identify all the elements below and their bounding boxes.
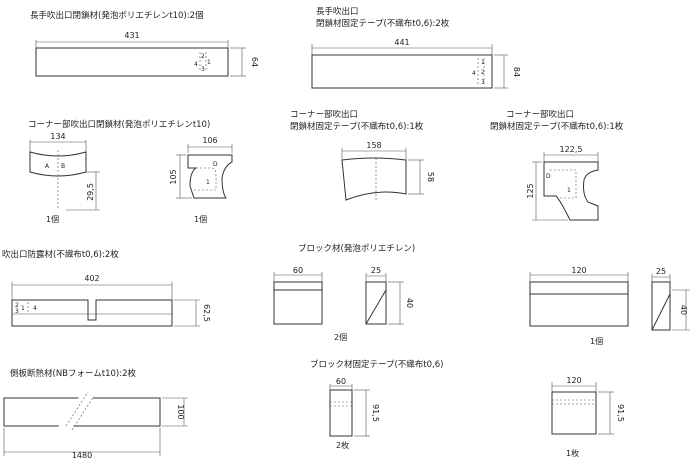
long-tape-height: 84 xyxy=(512,67,521,77)
long-tape-stack-3: 3 xyxy=(481,79,485,86)
block-a-side-width: 25 xyxy=(371,266,381,275)
block-b-top xyxy=(529,281,629,295)
block-tape-b-width: 120 xyxy=(566,376,581,385)
long-tape-width: 441 xyxy=(394,38,409,47)
corner-seal-d-width: 106 xyxy=(202,136,217,145)
long-seal-stack-3: 1 xyxy=(207,59,211,66)
long-tape-rect xyxy=(311,54,493,89)
dew-seal-stack-3: 4 xyxy=(33,305,37,312)
dew-seal-title: 吹出口防露材(不織布t0,6):2枚 xyxy=(2,249,119,260)
corner-tape-2-title-2: 閉鎖材固定テープ(不織布t0,6):1枚 xyxy=(490,121,624,132)
corner-seal-title: コーナー部吹出口閉鎖材(発泡ポリエチレンt10) xyxy=(28,119,210,130)
block-b-height: 40 xyxy=(679,305,688,315)
long-tape-stack-1: 4 xyxy=(472,70,476,77)
block-a-height: 40 xyxy=(405,298,414,308)
block-tape-b-rect xyxy=(551,391,597,435)
corner-tape-2-title-1: コーナー部吹出口 xyxy=(506,109,574,120)
block-b-side xyxy=(651,281,671,331)
corner-tape-2-part: コーナー部吹出口 閉鎖材固定テープ(不織布t0,6):1枚 122,5 D 1 … xyxy=(490,109,624,221)
corner-seal-part: コーナー部吹出口閉鎖材(発泡ポリエチレンt10) 134 A B 29,5 1個… xyxy=(28,119,233,224)
long-seal-title: 長手吹出口閉鎖材(発泡ポリエチレンt10):2個 xyxy=(30,10,204,21)
corner-seal-b-label: B xyxy=(61,163,65,170)
corner-seal-a-width: 134 xyxy=(50,132,65,141)
corner-seal-d-height: 105 xyxy=(169,169,178,184)
block-a-top xyxy=(273,281,323,291)
block-tape-b-qty: 1枚 xyxy=(566,448,579,458)
dew-seal-height: 62,5 xyxy=(202,304,211,322)
side-insulation-part: 側板断熱材(NBフォームt10):2枚 100 1480 xyxy=(3,368,188,460)
corner-seal-a-label: A xyxy=(45,163,50,170)
long-seal-part: 長手吹出口閉鎖材(発泡ポリエチレンt10):2個 431 64 4 2 3 1 xyxy=(30,10,259,77)
block-part: ブロック材(発泡ポリエチレン) 60 25 40 2個 120 25 40 xyxy=(273,243,690,346)
long-tape-stack-0: 1 xyxy=(481,59,485,66)
block-a-qty: 2個 xyxy=(334,332,347,342)
long-tape-stack-2: 2 xyxy=(481,69,485,76)
long-seal-height: 64 xyxy=(250,57,259,67)
dew-seal-stack-2: 1 xyxy=(21,305,25,312)
corner-tape-2-shape xyxy=(543,161,599,221)
corner-seal-d-qty: 1個 xyxy=(194,214,207,224)
corner-tape-1-title-1: コーナー部吹出口 xyxy=(290,109,358,120)
block-title: ブロック材(発泡ポリエチレン) xyxy=(298,243,415,254)
block-tape-part: ブロック材固定テープ(不織布t0,6) 60 91,5 2枚 120 91,5 … xyxy=(310,359,625,458)
side-insulation-title: 側板断熱材(NBフォームt10):2枚 xyxy=(10,368,136,379)
corner-tape-1-height: 58 xyxy=(426,172,435,182)
corner-seal-d-num: 1 xyxy=(206,179,210,186)
block-b-width: 120 xyxy=(571,266,586,275)
long-seal-rect xyxy=(35,47,229,77)
corner-seal-a-height: 29,5 xyxy=(86,183,95,201)
side-insulation-width: 1480 xyxy=(72,451,92,460)
block-b-front xyxy=(529,293,629,327)
corner-seal-d-label: D xyxy=(213,161,218,168)
corner-tape-2-d-label: D xyxy=(546,173,551,180)
corner-tape-2-height: 125 xyxy=(526,183,535,198)
corner-tape-2-d-num: 1 xyxy=(567,187,571,194)
block-tape-a-height: 91,5 xyxy=(371,404,380,422)
dew-seal-part: 吹出口防露材(不織布t0,6):2枚 402 2 3 1 4 62,5 xyxy=(2,249,211,327)
block-tape-b-height: 91,5 xyxy=(616,404,625,422)
corner-tape-1-shape xyxy=(341,157,407,201)
long-seal-stack-0: 4 xyxy=(194,61,198,68)
corner-tape-1-title-2: 閉鎖材固定テープ(不織布t0,6):1枚 xyxy=(290,121,424,132)
block-tape-a-width: 60 xyxy=(336,377,346,386)
long-tape-part: 長手吹出口 閉鎖材固定テープ(不織布t0,6):2枚 441 84 1 4 2 … xyxy=(311,6,521,89)
dew-seal-stack-0: 2 xyxy=(15,302,19,309)
block-tape-a-qty: 2枚 xyxy=(336,440,349,450)
corner-tape-1-width: 158 xyxy=(366,141,381,150)
block-a-front xyxy=(273,289,323,325)
long-seal-stack-2: 3 xyxy=(201,66,205,73)
long-seal-width: 431 xyxy=(124,31,139,40)
block-tape-a-rect xyxy=(329,389,353,437)
dew-seal-stack-1: 3 xyxy=(15,308,19,315)
corner-seal-d-shape xyxy=(187,154,233,199)
corner-seal-a-qty: 1個 xyxy=(46,214,59,224)
block-tape-title: ブロック材固定テープ(不織布t0,6) xyxy=(310,359,443,370)
block-b-qty: 1個 xyxy=(590,336,603,346)
block-a-width: 60 xyxy=(293,266,303,275)
block-b-side-width: 25 xyxy=(656,267,666,276)
long-tape-title-2: 閉鎖材固定テープ(不織布t0,6):2枚 xyxy=(316,18,450,29)
long-seal-stack-1: 2 xyxy=(201,53,205,60)
side-insulation-height: 100 xyxy=(176,404,185,419)
dew-seal-shape xyxy=(11,299,173,327)
long-tape-title-1: 長手吹出口 xyxy=(316,6,359,17)
block-a-side xyxy=(365,281,387,325)
corner-tape-1-part: コーナー部吹出口 閉鎖材固定テープ(不織布t0,6):1枚 158 58 xyxy=(290,109,435,201)
dew-seal-width: 402 xyxy=(84,274,99,283)
corner-tape-2-width: 122,5 xyxy=(560,145,583,154)
